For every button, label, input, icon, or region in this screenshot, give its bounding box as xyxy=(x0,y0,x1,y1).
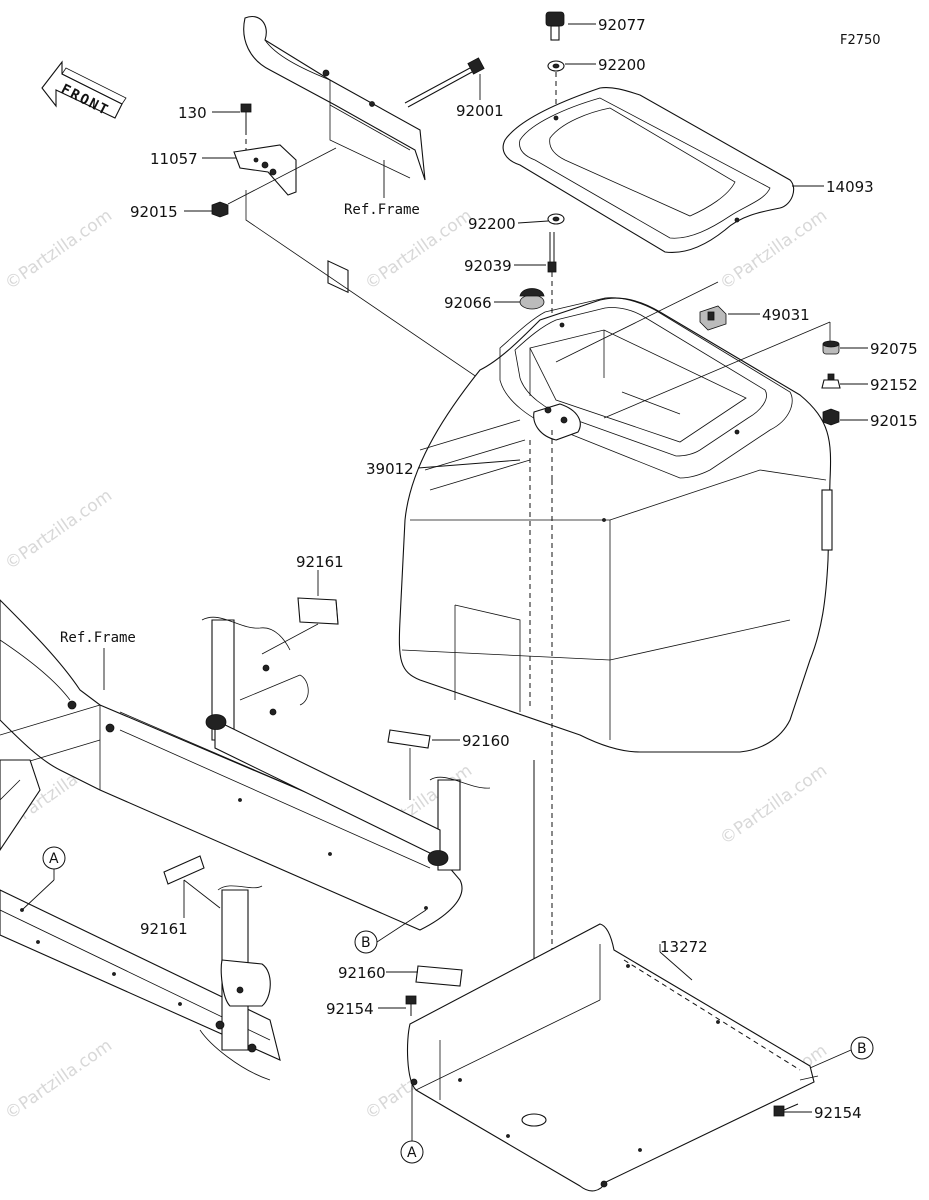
pad-92161-upper xyxy=(297,597,339,625)
watermark: ©Partzilla.com xyxy=(1,1036,116,1125)
callout-b-upper: B xyxy=(354,909,427,954)
bolt-92154-right xyxy=(773,1103,799,1117)
lid-14093 xyxy=(502,87,795,253)
key-92077 xyxy=(545,11,565,41)
frame-fragment-top xyxy=(243,16,426,294)
part-label-13272: 13272 xyxy=(660,938,708,956)
pad-92160-lower xyxy=(415,965,463,987)
nut-92015-right xyxy=(822,408,840,426)
ref-frame-label-top: Ref.Frame xyxy=(344,202,420,218)
collar-92152 xyxy=(821,373,841,389)
skid-plate-13272 xyxy=(407,923,815,1192)
callout-b-lower: B xyxy=(809,1036,874,1069)
bolt-92154-left xyxy=(405,995,417,1016)
part-label-130: 130 xyxy=(178,104,207,122)
part-label-49031: 49031 xyxy=(762,306,810,324)
part-label-92154-right: 92154 xyxy=(814,1104,862,1122)
pad-92161-lower xyxy=(163,855,205,885)
part-label-92160-upper: 92160 xyxy=(462,732,510,750)
part-label-39012: 39012 xyxy=(366,460,414,478)
clip-49031 xyxy=(699,305,727,331)
storage-bin-39012 xyxy=(398,297,833,753)
part-label-92154-left: 92154 xyxy=(326,1000,374,1018)
part-label-92075: 92075 xyxy=(870,340,918,358)
part-label-92200-lower: 92200 xyxy=(468,215,516,233)
callout-b-lower-text: B xyxy=(857,1041,867,1057)
watermark: ©Partzilla.com xyxy=(361,206,476,295)
callout-a-upper-text: A xyxy=(49,851,59,867)
bolt-130 xyxy=(240,103,252,150)
rail-lower-left xyxy=(0,885,281,1081)
part-label-92015-right: 92015 xyxy=(870,412,918,430)
pad-92160-upper xyxy=(387,729,431,749)
part-label-92077: 92077 xyxy=(598,16,646,34)
callout-a-upper: A xyxy=(21,846,66,911)
part-label-92001: 92001 xyxy=(456,102,504,120)
part-label-92039: 92039 xyxy=(464,257,512,275)
bolt-92001 xyxy=(404,57,485,108)
watermark: ©Partzilla.com xyxy=(1,486,116,575)
rivet-92039 xyxy=(547,232,557,273)
callout-b-upper-text: B xyxy=(361,935,371,951)
part-label-92152: 92152 xyxy=(870,376,918,394)
front-arrow: FRONT xyxy=(41,60,127,119)
washer-92200-top xyxy=(547,60,565,72)
part-label-92161-upper: 92161 xyxy=(296,553,344,571)
callout-a-lower-text: A xyxy=(407,1145,417,1161)
callout-a-lower: A xyxy=(400,1082,424,1164)
watermark: ©Partzilla.com xyxy=(1,206,116,295)
watermark: ©Partzilla.com xyxy=(716,761,831,850)
part-label-92066: 92066 xyxy=(444,294,492,312)
washer-92200-lower xyxy=(547,213,565,225)
bracket-11057 xyxy=(233,144,297,196)
frame-assembly-lower xyxy=(0,599,491,931)
grommet-92075 xyxy=(822,340,840,355)
part-label-92015-left: 92015 xyxy=(130,203,178,221)
part-label-92200-top: 92200 xyxy=(598,56,646,74)
diagram-code: F2750 xyxy=(840,33,881,48)
ref-frame-label-lower: Ref.Frame xyxy=(60,630,136,646)
part-label-92161-lower: 92161 xyxy=(140,920,188,938)
part-label-92160-lower: 92160 xyxy=(338,964,386,982)
part-label-11057: 11057 xyxy=(150,150,198,168)
nut-92015-left xyxy=(211,201,229,218)
cap-92066 xyxy=(519,288,545,310)
part-label-14093: 14093 xyxy=(826,178,874,196)
